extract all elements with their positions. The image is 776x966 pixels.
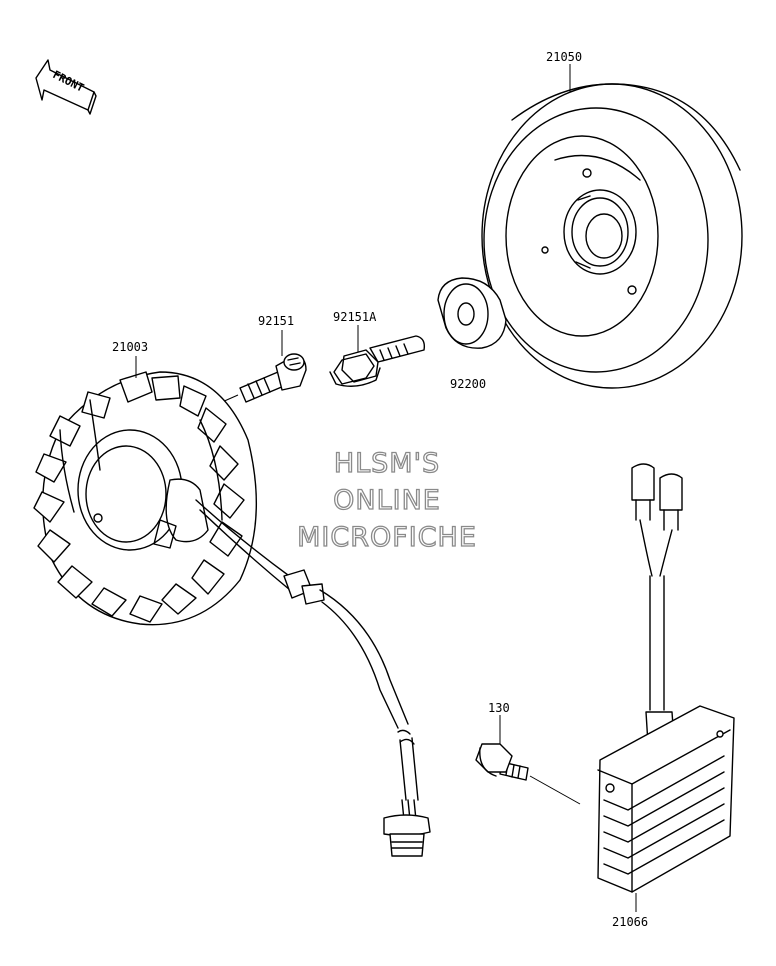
stator-coil bbox=[33, 371, 293, 626]
flange-bolt-part-number: 92151A bbox=[333, 310, 377, 324]
watermark: HLSM'S ONLINE MICROFICHE bbox=[296, 447, 477, 553]
front-arrow-badge: FRONT bbox=[35, 59, 97, 115]
watermark-line-3: MICROFICHE bbox=[297, 522, 477, 553]
stator-part-number: 21003 bbox=[112, 340, 148, 354]
collar-part-number: 92200 bbox=[450, 377, 486, 391]
regulator-part-number: 21066 bbox=[612, 915, 648, 929]
watermark-line-1: HLSM'S bbox=[334, 448, 440, 479]
watermark-line-2: ONLINE bbox=[333, 485, 441, 516]
stator-wire-harness bbox=[283, 569, 431, 857]
small-bolt-pointer bbox=[529, 775, 581, 805]
socket-bolt bbox=[239, 353, 307, 403]
collar-spacer bbox=[437, 277, 507, 349]
small-bolt bbox=[475, 743, 529, 781]
flywheel-rotor bbox=[481, 83, 743, 389]
regulator-rectifier bbox=[597, 463, 735, 893]
socket-bolt-part-number: 92151 bbox=[258, 314, 294, 328]
small-bolt-part-number: 130 bbox=[488, 701, 510, 715]
flywheel-part-number: 21050 bbox=[546, 50, 582, 64]
flange-bolt bbox=[329, 335, 426, 387]
